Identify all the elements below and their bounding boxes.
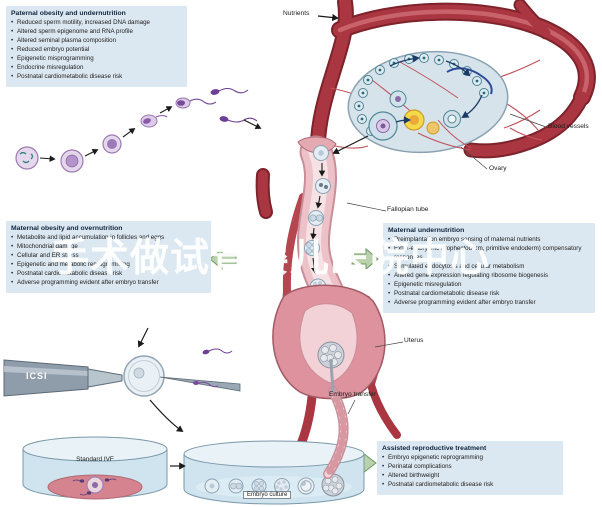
standard-ivf-label: Standard IVF	[76, 456, 114, 463]
assisted-reproductive-box: Assisted reproductive treatment Embryo e…	[377, 441, 563, 495]
elongating-spermatid	[140, 114, 168, 128]
bullet-item: Adverse programming evident after embryo…	[11, 279, 206, 288]
bullet-item: Altered birthweight	[382, 472, 558, 481]
bullet-item: Perinatal complications	[382, 463, 558, 472]
maternal-undernutrition-box: Maternal undernutrition Preimplantation …	[383, 223, 595, 313]
ivf-sperm	[72, 478, 117, 496]
bullet-item: Postnatal cardiometabolic disease risk	[11, 270, 206, 279]
sperm-development-sequence	[15, 87, 262, 173]
nutrients-arrow	[317, 13, 339, 22]
fallopian-tube-label: Fallopian tube	[387, 206, 429, 213]
arrow-to-maternal-undernutrition-box	[351, 247, 379, 271]
ovary-label: Ovary	[489, 165, 507, 172]
bullet-item: Postnatal cardiometabolic disease risk	[382, 481, 558, 490]
icsi-oocyte	[123, 355, 165, 397]
embryo-culture-label: Embryo culture	[243, 491, 292, 499]
arrow-to-maternal-obesity-box	[209, 247, 237, 271]
uterine-blastocyst	[317, 341, 345, 369]
maternal-obesity-box: Maternal obesity and overnutrition Metab…	[6, 221, 211, 293]
bullet-item: Endocrine misregulation	[11, 64, 182, 73]
bullet-item: Altered gene expression regulating ribos…	[388, 272, 590, 281]
to-icsi-arrow	[137, 327, 149, 348]
bullet-item: Altered seminal plasma composition	[11, 37, 182, 46]
maternal-obesity-box-list: Metabolite and lipid accumulation in fol…	[11, 234, 206, 288]
paternal-box-title: Paternal obesity and undernutrition	[11, 10, 126, 17]
corpus-luteum	[403, 109, 440, 135]
label-connectors	[346, 113, 547, 415]
bullet-item: Altered sperm epigenome and RNA profile	[11, 28, 182, 37]
icsi-to-culture-arrow	[149, 399, 184, 433]
embryo-culture-dish	[183, 440, 365, 505]
mature-sperm	[210, 87, 258, 123]
sperm-sequence-arrows	[39, 106, 262, 162]
bullet-item: Mitochondrial damage	[11, 243, 206, 252]
icsi-sperm	[193, 348, 233, 388]
embryo-transfer-catheter	[323, 359, 349, 479]
ovary	[347, 50, 509, 154]
bullet-item: Stimulated endocytosis and cellular meta…	[388, 263, 590, 272]
bullet-item: Reduced embryo potential	[11, 46, 182, 55]
nutrients-label: Nutrients	[283, 10, 310, 17]
standard-ivf-dish	[22, 436, 168, 500]
bullet-item: Postnatal cardiometabolic disease risk	[11, 73, 182, 82]
paternal-box-list: Reduced sperm motility, increased DNA da…	[11, 19, 182, 82]
bullet-item: Reduced sperm motility, increased DNA da…	[11, 19, 182, 28]
assisted-reproductive-box-title: Assisted reproductive treatment	[382, 445, 487, 452]
growing-follicles	[368, 90, 461, 141]
bullet-item: Epigenetic misregulation	[388, 281, 590, 290]
workflow-arrows	[137, 13, 339, 470]
ovarian-vein	[446, 67, 493, 95]
blood-vessels-label: Blood vessels	[548, 123, 589, 130]
bullet-item: Postnatal cardiometabolic disease risk	[388, 290, 590, 299]
bullet-item: Extra-embryonic (trophectoderm, primitiv…	[388, 245, 590, 263]
maternal-undernutrition-box-title: Maternal undernutrition	[388, 227, 465, 234]
icsi-needle	[159, 376, 241, 392]
bullet-item: Metabolite and lipid accumulation in fol…	[11, 234, 206, 243]
assisted-reproductive-box-list: Embryo epigenetic reprogrammingPerinatal…	[382, 454, 558, 490]
paternal-box: Paternal obesity and undernutrition Redu…	[6, 6, 187, 87]
bullet-item: Preimplantation embryo sensing of matern…	[388, 236, 590, 245]
ovulation-arrow	[332, 135, 369, 155]
watermark-text: 手术做试管婴儿医院中心	[50, 237, 491, 280]
bullet-item: Adverse programming evident after embryo…	[388, 299, 590, 308]
uterus	[272, 284, 386, 400]
bullet-item: Embryo epigenetic reprogramming	[382, 454, 558, 463]
bullet-item: Epigenetic misprogramming	[11, 55, 182, 64]
follicle-cycle-arrows	[389, 54, 483, 124]
spermatid-with-tail	[175, 97, 217, 109]
maternal-obesity-box-title: Maternal obesity and overnutrition	[11, 225, 123, 232]
uterus-label: Uterus	[404, 337, 424, 344]
maternal-undernutrition-box-list: Preimplantation embryo sensing of matern…	[388, 236, 590, 308]
embryo-transfer-label: Embryo transfer	[329, 391, 376, 398]
icsi-label: ICSI	[26, 371, 48, 381]
bullet-item: Cellular and ER stress	[11, 252, 206, 261]
icsi-apparatus	[3, 348, 241, 397]
culture-embryo-row	[204, 473, 345, 497]
bullet-item: Epigenetic and metabolic reprogramming	[11, 261, 206, 270]
